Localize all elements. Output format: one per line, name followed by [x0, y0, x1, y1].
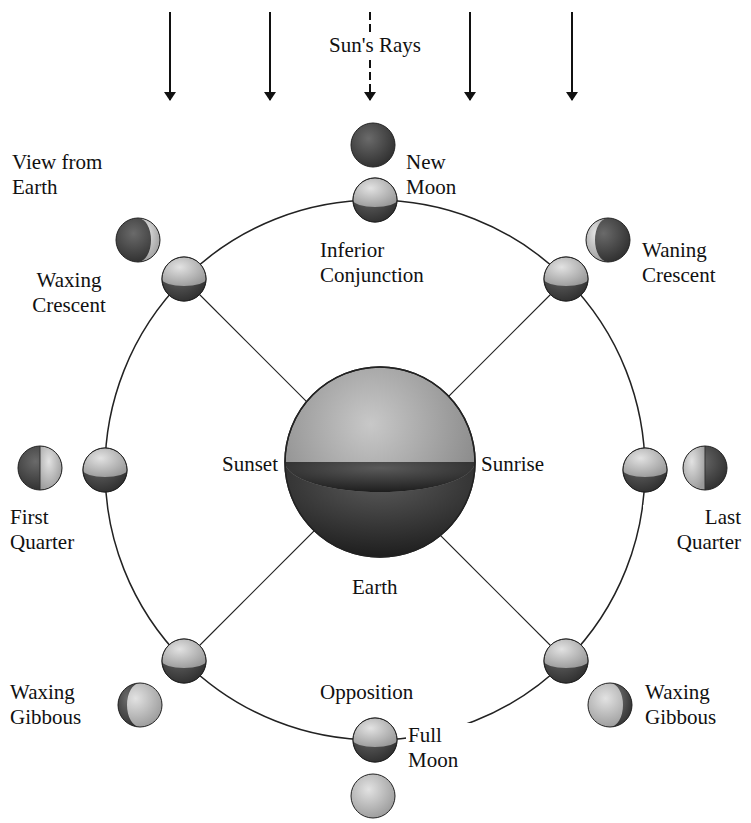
phase-label: Full Moon	[406, 723, 476, 773]
moon-orbit	[105, 200, 645, 740]
moon-views	[18, 123, 727, 818]
terminator-label: Sunset	[220, 452, 280, 477]
phase-label: First Quarter	[8, 505, 98, 555]
position-label: Opposition	[318, 680, 415, 705]
sun-rays	[170, 12, 572, 100]
phase-label: New Moon	[404, 150, 476, 200]
position-label: Inferior Conjunction	[318, 238, 468, 288]
phase-label: Waxing Crescent	[24, 268, 114, 318]
sight-lines	[184, 279, 566, 661]
phase-label: Waxing Gibbous	[643, 680, 745, 730]
rays-label: Sun's Rays	[315, 33, 435, 58]
view-label: View from Earth	[10, 150, 122, 200]
phase-label: Last Quarter	[643, 505, 743, 555]
orbit-moons	[83, 178, 667, 762]
earth-label: Earth	[350, 575, 399, 600]
phase-label: Waxing Gibbous	[8, 680, 108, 730]
terminator-label: Sunrise	[479, 452, 546, 477]
earth-globe	[285, 367, 475, 557]
phase-label: Waning Crescent	[640, 238, 745, 288]
